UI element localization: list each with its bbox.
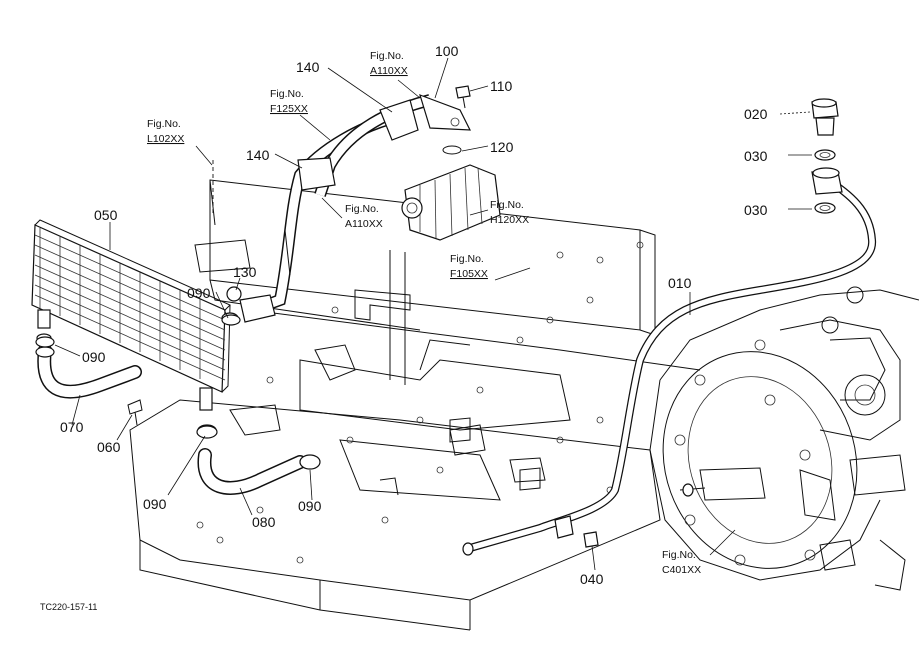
fig-ref-h120-code: H120XX	[490, 214, 529, 226]
part-label-090-c: 090	[143, 496, 167, 512]
pipes-140	[221, 85, 471, 324]
hydraulic-pump	[401, 164, 501, 241]
leader-lines	[54, 57, 812, 571]
transmission-housing	[649, 286, 919, 591]
part-label-090-b: 090	[82, 349, 106, 365]
part-label-050: 050	[94, 207, 118, 223]
part-label-070: 070	[60, 419, 84, 435]
part-label-090-d: 090	[298, 498, 322, 514]
part-label-020: 020	[744, 106, 768, 122]
drawing-code: TC220-157-11	[40, 602, 97, 612]
part-label-130: 130	[233, 264, 257, 280]
part-label-140-top: 140	[296, 59, 320, 75]
fig-ref-a110-mid-label: Fig.No.	[345, 203, 379, 215]
pipe-010	[462, 98, 877, 556]
fig-ref-a110-top-label: Fig.No.	[370, 50, 404, 62]
hose-clamps-090	[35, 314, 321, 470]
part-label-030-a: 030	[744, 148, 768, 164]
fig-ref-f105-label: Fig.No.	[450, 253, 484, 265]
part-label-030-b: 030	[744, 202, 768, 218]
frame-linework	[129, 160, 701, 631]
fig-ref-f105-code: F105XX	[450, 268, 488, 280]
fig-ref-a110-top-code: A110XX	[370, 65, 408, 77]
fig-ref-l102-code: L102XX	[147, 133, 184, 145]
part-number-labels: 140 100 110 120 140 050 130 090 090 070 …	[60, 43, 768, 587]
part-label-040: 040	[580, 571, 604, 587]
part-label-060: 060	[97, 439, 121, 455]
fig-ref-f125-label: Fig.No.	[270, 88, 304, 100]
part-label-110: 110	[490, 78, 513, 94]
fig-ref-c401-label: Fig.No.	[662, 549, 696, 561]
part-label-140-mid: 140	[246, 147, 270, 163]
part-label-120: 120	[490, 139, 514, 155]
part-label-100: 100	[435, 43, 459, 59]
fig-ref-l102-label: Fig.No.	[147, 118, 181, 130]
part-label-090-a: 090	[187, 285, 211, 301]
part-label-010: 010	[668, 275, 692, 291]
fig-ref-c401-code: C401XX	[662, 564, 701, 576]
fig-ref-a110-mid-code: A110XX	[345, 218, 383, 230]
figure-reference-labels: Fig.No. A110XX Fig.No. F125XX Fig.No. L1…	[147, 50, 701, 576]
oil-cooler-050	[31, 219, 231, 411]
fig-ref-f125-code: F125XX	[270, 103, 308, 115]
fig-ref-h120-label: Fig.No.	[490, 199, 524, 211]
part-label-080: 080	[252, 514, 276, 530]
